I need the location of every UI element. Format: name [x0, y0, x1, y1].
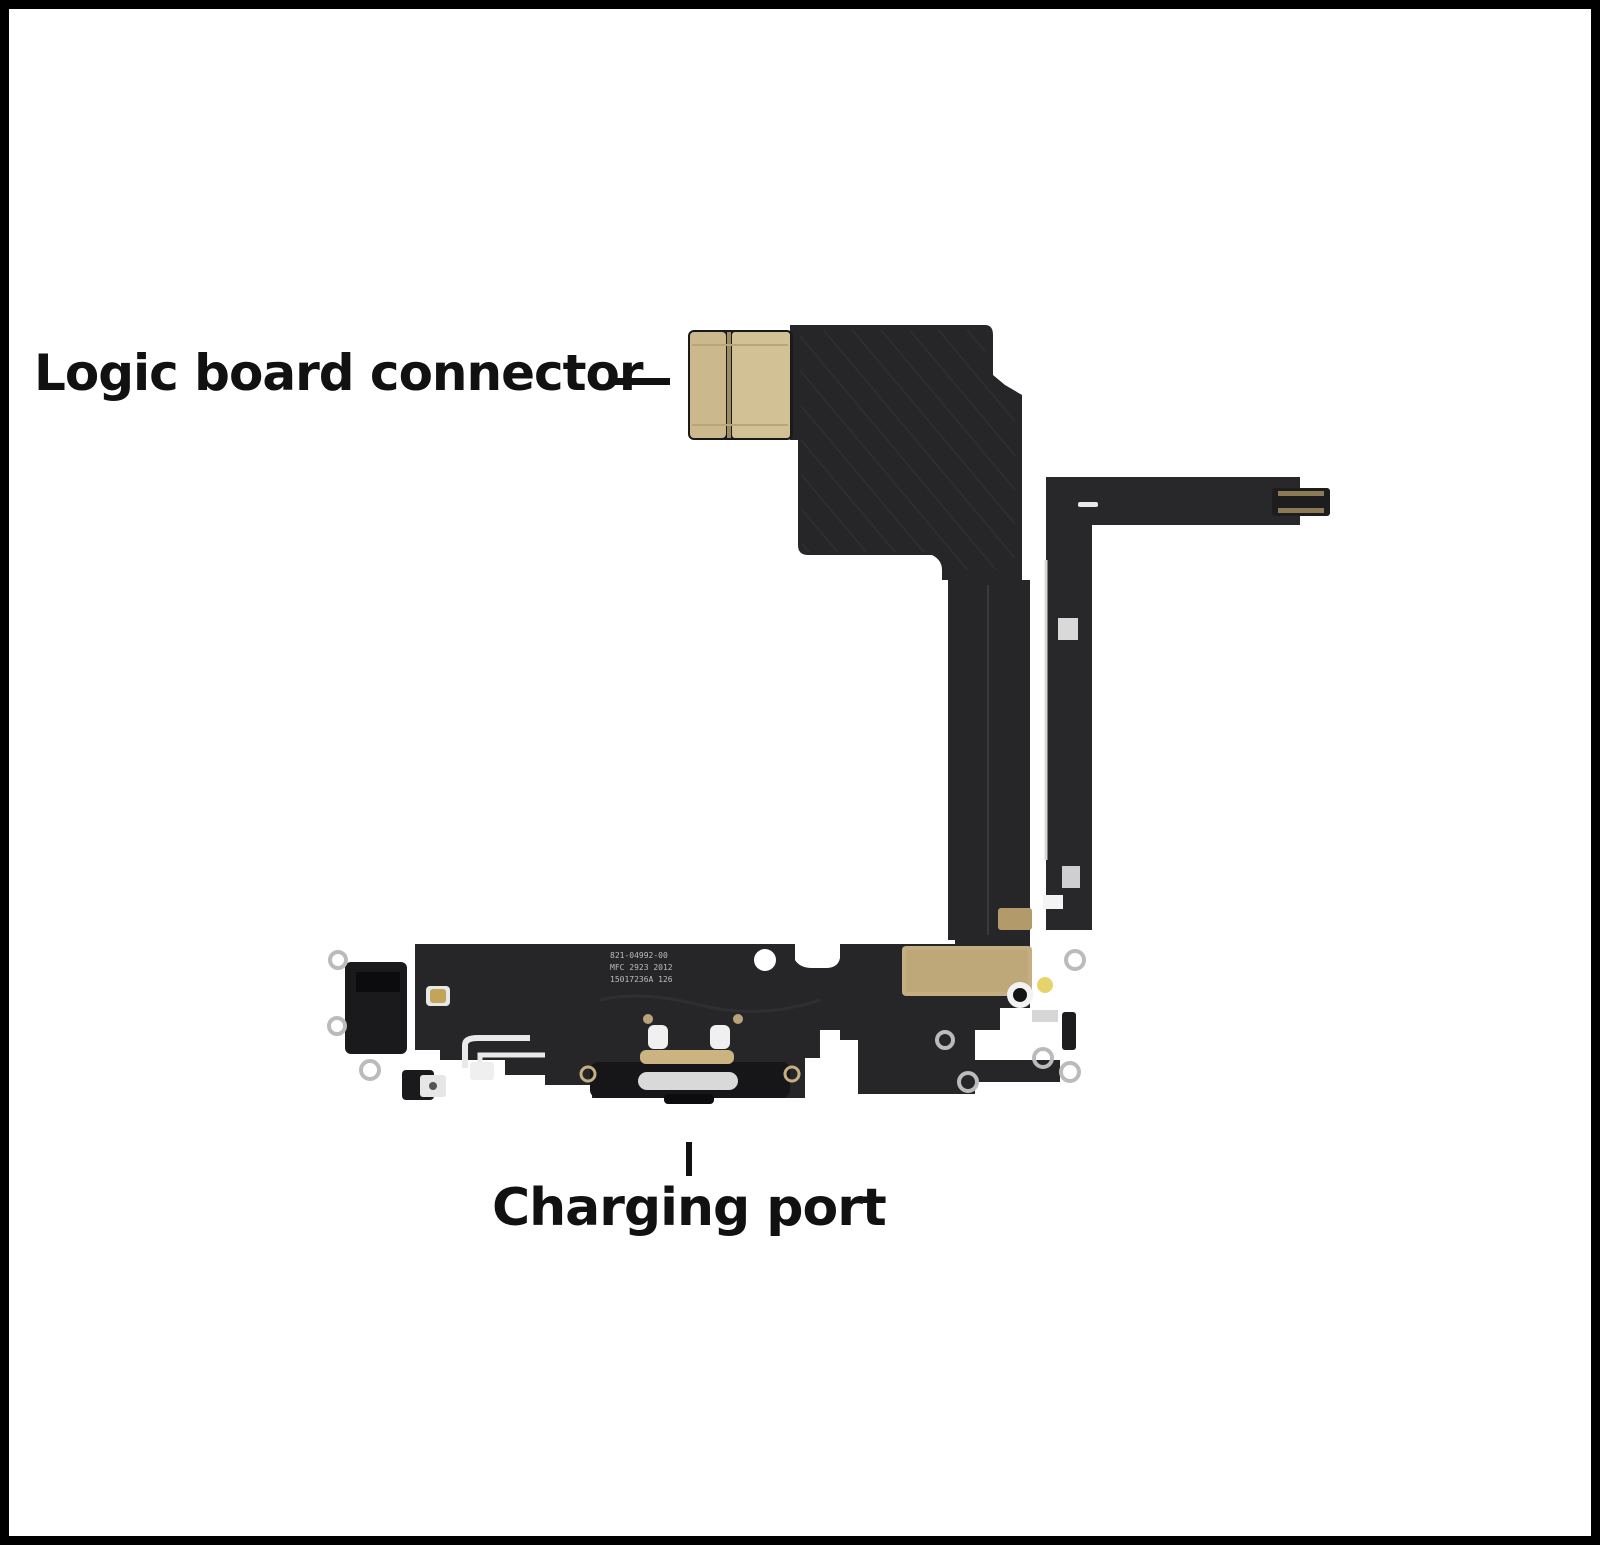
charging-port: [579, 1014, 801, 1104]
logic-board-connector-label: Logic board connector: [34, 344, 644, 402]
part-marking-line3: 15017236A 126: [610, 975, 673, 984]
logic-board-connector-leader-line: [612, 378, 670, 385]
left-bracket: [327, 950, 450, 1100]
secondary-flex: [1043, 477, 1330, 930]
part-markings: 821-04992-00 MFC 2923 2012 15017236A 126: [610, 951, 673, 984]
logic-board-connector: [688, 330, 793, 440]
charging-port-label: Charging port: [492, 1178, 887, 1238]
gold-shield: [902, 908, 1032, 996]
white-traces: [462, 1035, 545, 1080]
small-connector: [1272, 488, 1330, 516]
part-marking-line2: MFC 2923 2012: [610, 963, 673, 972]
vertical-stem: [948, 580, 1030, 940]
upper-flex-body: [790, 325, 1022, 580]
charging-port-leader-line: [686, 1142, 692, 1176]
right-hardware: [935, 949, 1086, 1093]
part-marking-line1: 821-04992-00: [610, 951, 668, 960]
